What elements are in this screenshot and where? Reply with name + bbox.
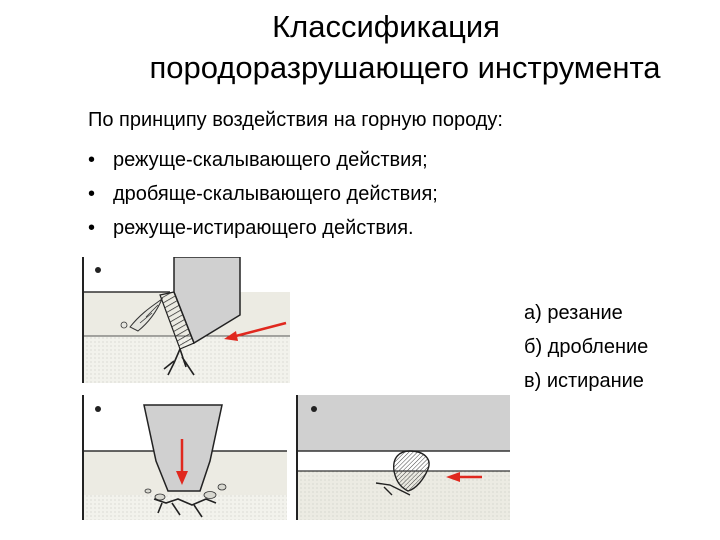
- bullet-item: дробяще-скалывающего действия;: [88, 177, 438, 211]
- label-marker-icon: [311, 406, 317, 412]
- slide-title: Классификация породоразрушающего инструм…: [60, 6, 720, 88]
- cutting-diagram: [82, 257, 290, 383]
- direction-arrow-icon: [224, 331, 238, 341]
- title-line-2: породоразрушающего инструмента: [149, 50, 661, 85]
- label-marker-icon: [95, 406, 101, 412]
- bullet-list: режуще-скалывающего действия; дробяще-ск…: [88, 143, 438, 245]
- intro-text: По принципу воздействия на горную породу…: [88, 109, 503, 131]
- legend-item-cutting: а) резание: [524, 302, 623, 324]
- figure-legend: а) резание б) дробление в) истирание: [524, 296, 648, 398]
- bullet-item: режуще-скалывающего действия;: [88, 143, 438, 177]
- label-marker-icon: [95, 267, 101, 273]
- legend-item-abrasion: в) истирание: [524, 370, 644, 392]
- direction-arrow-icon: [176, 471, 188, 485]
- title-line-1: Классификация: [272, 9, 500, 44]
- abrasion-diagram: [296, 395, 510, 520]
- bullet-item: режуще-истирающего действия.: [88, 211, 438, 245]
- legend-item-crushing: б) дробление: [524, 336, 649, 358]
- crushing-diagram: [82, 395, 287, 520]
- direction-arrow-icon: [446, 472, 460, 482]
